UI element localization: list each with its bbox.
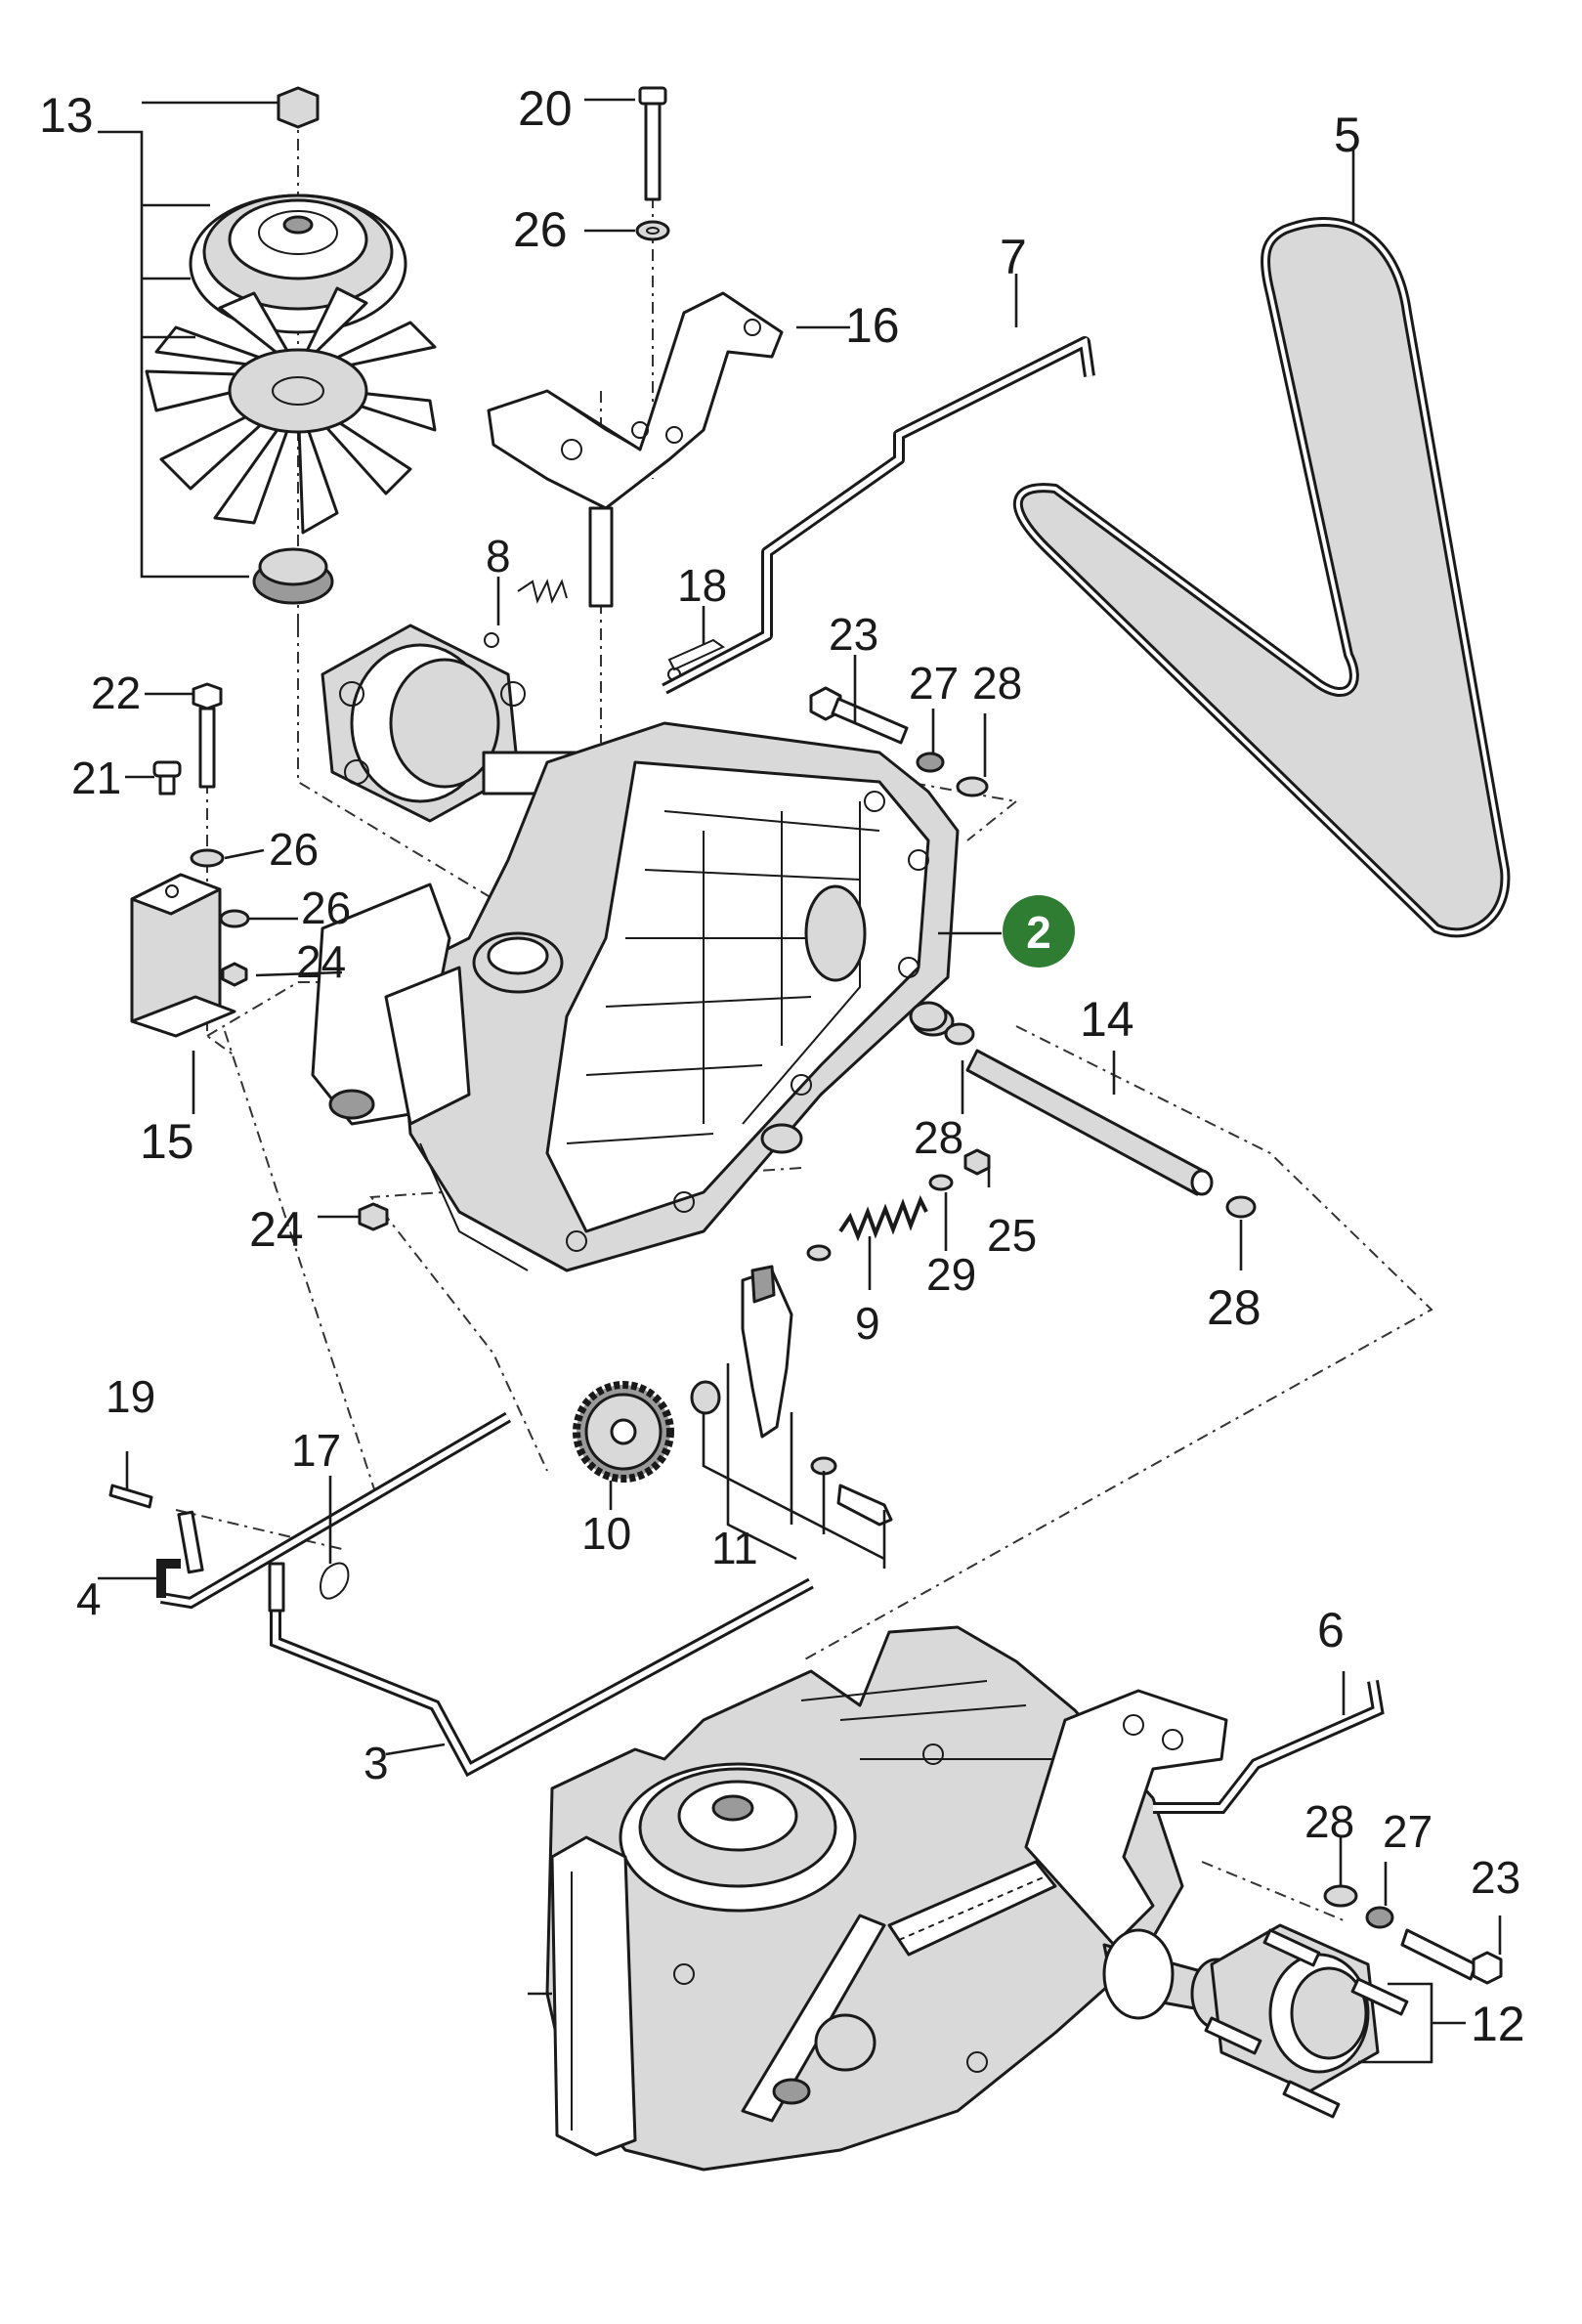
callout-28-upper: 28 — [972, 658, 1022, 709]
callout-3: 3 — [363, 1738, 389, 1788]
callout-7: 7 — [1000, 230, 1027, 284]
clip-pins — [108, 1484, 350, 1600]
upper-axle-fasteners — [809, 686, 989, 797]
callout-labels: 13 20 26 16 7 5 8 18 23 27 28 22 21 26 2… — [39, 81, 1525, 2051]
callout-12-bracket — [1358, 1982, 1466, 2064]
control-bracket-assembly — [487, 86, 784, 608]
callout-18: 18 — [677, 560, 727, 611]
callout-23-upper: 23 — [829, 609, 878, 660]
callout-26-top: 26 — [513, 202, 568, 257]
callout-5: 5 — [1334, 108, 1361, 162]
callout-10: 10 — [581, 1508, 631, 1559]
callout-17: 17 — [291, 1425, 341, 1476]
badge-circle — [1003, 895, 1075, 968]
callout-26-low: 26 — [301, 882, 351, 933]
callout-13: 13 — [39, 88, 94, 143]
lower-axle-fasteners — [1323, 1884, 1503, 1985]
callout-14: 14 — [1080, 992, 1134, 1047]
leader-lines — [98, 98, 1502, 1955]
callout-24-upper: 24 — [296, 936, 346, 987]
callout-2: 2 — [1026, 907, 1051, 958]
drive-belt — [1012, 217, 1511, 938]
callout-4: 4 — [76, 1573, 102, 1624]
spring-9 — [806, 1195, 928, 1262]
cooling-fan — [145, 286, 437, 535]
cross-shaft-14 — [909, 1001, 1257, 1219]
pulley-fan-assembly — [145, 86, 437, 605]
callout-16: 16 — [845, 298, 900, 353]
callout-13-bracket — [98, 101, 278, 579]
upper-transaxle — [311, 624, 960, 1272]
callout-28-mid: 28 — [914, 1112, 963, 1163]
callout-25: 25 — [987, 1210, 1037, 1261]
callout-28-right: 28 — [1207, 1280, 1261, 1335]
small-springs — [484, 579, 726, 681]
callout-29: 29 — [926, 1249, 976, 1300]
callout-28-lower: 28 — [1304, 1796, 1354, 1847]
lever-arm-11 — [690, 1265, 893, 1527]
callout-26-mid: 26 — [269, 824, 319, 875]
control-rod-3 — [268, 1562, 814, 1778]
callout-23-lower: 23 — [1471, 1852, 1520, 1903]
sprocket-10 — [573, 1381, 674, 1483]
callout-19: 19 — [106, 1371, 155, 1422]
callout-11: 11 — [711, 1523, 758, 1573]
callout-6: 6 — [1317, 1603, 1345, 1657]
control-rod-4 — [156, 1411, 512, 1610]
callout-20: 20 — [518, 81, 573, 136]
callout-12: 12 — [1471, 1997, 1525, 2051]
callout-9: 9 — [855, 1298, 880, 1349]
wheel-hub-12 — [1204, 1923, 1409, 2119]
callout-27-lower: 27 — [1383, 1806, 1432, 1857]
callout-15: 15 — [140, 1114, 194, 1169]
control-rod-7 — [662, 336, 1095, 695]
callout-21: 21 — [71, 753, 121, 803]
callout-24-lower: 24 — [249, 1202, 304, 1257]
part-2-badge: 2 — [938, 895, 1075, 968]
mount-bracket-15 — [130, 682, 389, 1231]
callout-8: 8 — [486, 531, 511, 581]
callout-27-upper: 27 — [909, 658, 959, 709]
lower-transaxle — [528, 1625, 1385, 2172]
callout-11-bracket — [702, 1363, 886, 1569]
callout-22: 22 — [91, 667, 141, 718]
